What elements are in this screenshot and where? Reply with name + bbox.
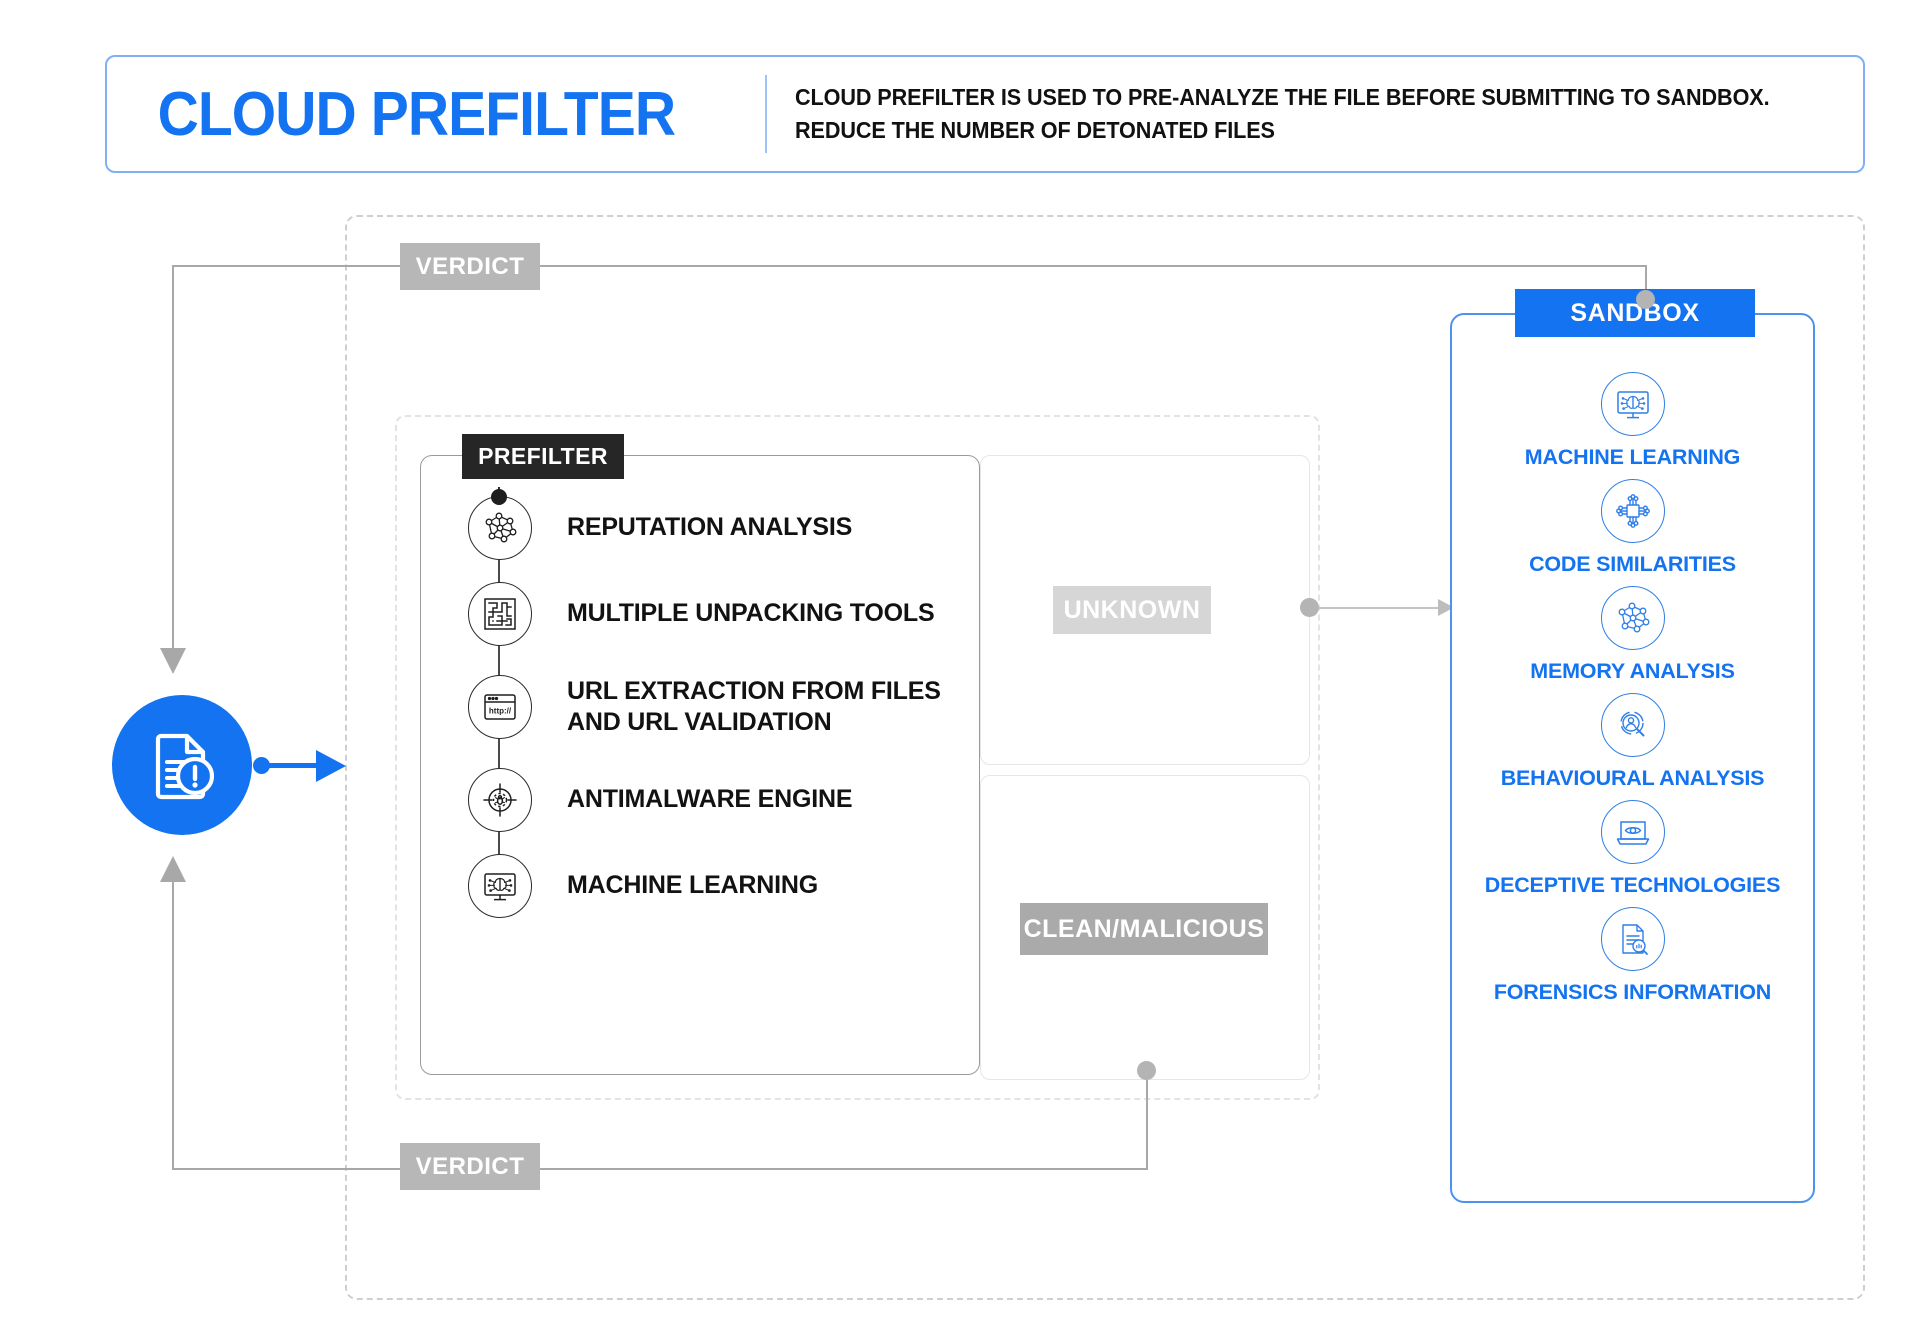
- sandbox-item-label: DECEPTIVE TECHNOLOGIES: [1484, 873, 1781, 897]
- source-connector-dot: [253, 757, 270, 774]
- outer-flow-region: [345, 215, 1865, 1300]
- sandbox-item-code-similarities[interactable]: CODE SIMILARITIES: [1450, 479, 1815, 577]
- verdict-top-vertical-line: [172, 265, 174, 655]
- prefilter-item-list: REPUTATION ANALYSIS MULTIPLE UNPACKING T…: [455, 485, 975, 929]
- badge-verdict-top: VERDICT: [400, 243, 540, 290]
- prefilter-item-multiple-unpacking-tools[interactable]: MULTIPLE UNPACKING TOOLS: [455, 571, 975, 657]
- verdict-bottom-vertical-right-line: [1146, 1070, 1148, 1170]
- badge-clean-malicious: CLEAN/MALICIOUS: [1020, 903, 1268, 955]
- person-magnifier-icon: [1600, 693, 1665, 757]
- sandbox-item-label: CODE SIMILARITIES: [1529, 552, 1736, 576]
- unknown-connector-dot: [1300, 598, 1319, 617]
- header-banner: CLOUD PREFILTER CLOUD PREFILTER IS USED …: [105, 55, 1865, 173]
- prefilter-item-url-extraction[interactable]: http:// URL EXTRACTION FROM FILES AND UR…: [455, 657, 975, 757]
- crosshair-bug-icon: [468, 768, 532, 832]
- verdict-bottom-vertical-left-line: [172, 880, 174, 1170]
- sandbox-item-label: BEHAVIOURAL ANALYSIS: [1500, 766, 1765, 790]
- prefilter-item-machine-learning[interactable]: MACHINE LEARNING: [455, 843, 975, 929]
- unknown-to-sandbox-arrowhead: [1438, 599, 1454, 616]
- network-graph-icon: [1600, 586, 1665, 650]
- badge-unknown: UNKNOWN: [1053, 586, 1211, 634]
- file-alert-icon: [145, 728, 219, 802]
- document-magnifier-icon: [1600, 907, 1665, 971]
- sandbox-tab: SANDBOX: [1515, 289, 1755, 337]
- prefilter-card: [420, 455, 980, 1075]
- monitor-brain-icon: [1600, 372, 1665, 436]
- prefilter-item-label: URL EXTRACTION FROM FILES AND URL VALIDA…: [567, 676, 941, 737]
- monitor-brain-icon: [468, 854, 532, 918]
- sandbox-top-connector-dot: [1636, 290, 1655, 309]
- header-subtitle: CLOUD PREFILTER IS USED TO PRE-ANALYZE T…: [794, 84, 1770, 143]
- sandbox-item-machine-learning[interactable]: MACHINE LEARNING: [1450, 372, 1815, 470]
- verdict-top-horizontal-line: [172, 265, 1647, 267]
- laptop-eye-icon: [1600, 800, 1665, 864]
- sandbox-item-label: FORENSICS INFORMATION: [1493, 980, 1772, 1004]
- verdict-bottom-arrowhead: [160, 856, 186, 882]
- prefilter-item-label: MACHINE LEARNING: [567, 871, 818, 900]
- browser-url-icon: http://: [468, 675, 532, 739]
- sandbox-top-drop-line: [1645, 265, 1647, 297]
- prefilter-item-reputation-analysis[interactable]: REPUTATION ANALYSIS: [455, 485, 975, 571]
- sandbox-item-behavioural-analysis[interactable]: BEHAVIOURAL ANALYSIS: [1450, 693, 1815, 791]
- source-to-prefilter-line: [262, 763, 320, 768]
- verdict-top-arrowhead: [160, 648, 186, 674]
- source-arrowhead: [316, 750, 346, 782]
- badge-verdict-bottom: VERDICT: [400, 1143, 540, 1190]
- svg-text:http://: http://: [489, 707, 512, 716]
- prefilter-item-label: ANTIMALWARE ENGINE: [567, 785, 853, 814]
- clean-malicious-connector-dot: [1137, 1061, 1156, 1080]
- sandbox-item-list: MACHINE LEARNING CODE SIMILARITI: [1450, 372, 1815, 1014]
- prefilter-region: [395, 415, 1320, 1100]
- sandbox-card: [1450, 313, 1815, 1203]
- sandbox-item-label: MACHINE LEARNING: [1524, 445, 1741, 469]
- verdict-bottom-horizontal-line: [172, 1168, 1148, 1170]
- prefilter-item-antimalware-engine[interactable]: ANTIMALWARE ENGINE: [455, 757, 975, 843]
- microchip-icon: [1600, 479, 1665, 543]
- maze-icon: [468, 582, 532, 646]
- prefilter-tab: PREFILTER: [462, 434, 624, 479]
- prefilter-start-dot: [491, 489, 507, 505]
- unknown-to-sandbox-line: [1310, 607, 1445, 609]
- sandbox-item-forensics-information[interactable]: FORENSICS INFORMATION: [1450, 907, 1815, 1005]
- file-source-node[interactable]: [112, 695, 252, 835]
- network-graph-icon: [468, 496, 532, 560]
- sandbox-item-deceptive-technologies[interactable]: DECEPTIVE TECHNOLOGIES: [1450, 800, 1815, 898]
- page-title: CLOUD PREFILTER: [157, 79, 676, 149]
- prefilter-item-label: MULTIPLE UNPACKING TOOLS: [567, 599, 935, 628]
- header-divider: [764, 75, 767, 153]
- sandbox-item-memory-analysis[interactable]: MEMORY ANALYSIS: [1450, 586, 1815, 684]
- prefilter-item-label: REPUTATION ANALYSIS: [567, 513, 853, 542]
- sandbox-item-label: MEMORY ANALYSIS: [1530, 659, 1735, 683]
